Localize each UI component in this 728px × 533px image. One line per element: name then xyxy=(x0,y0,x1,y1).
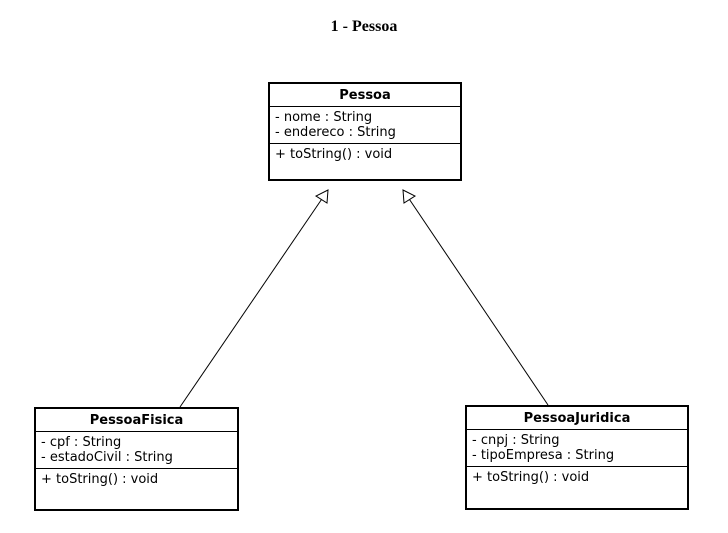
class-methods: + toString() : void xyxy=(467,467,687,488)
class-methods: + toString() : void xyxy=(36,469,237,490)
class-box-pessoa-juridica[interactable]: PessoaJuridica - cnpj : String - tipoEmp… xyxy=(465,405,689,510)
method: + toString() : void xyxy=(275,147,393,162)
class-attributes: - nome : String - endereco : String xyxy=(270,107,460,144)
method: + toString() : void xyxy=(41,472,159,487)
class-name: PessoaFisica xyxy=(36,409,237,432)
class-name: PessoaJuridica xyxy=(467,407,687,430)
attribute: - cnpj : String xyxy=(472,433,560,448)
attribute: - tipoEmpresa : String xyxy=(472,448,615,463)
class-attributes: - cnpj : String - tipoEmpresa : String xyxy=(467,430,687,467)
attribute: - estadoCivil : String xyxy=(41,450,173,465)
class-methods: + toString() : void xyxy=(270,144,460,165)
generalization-line-pessoa-fisica xyxy=(179,199,322,408)
generalization-arrowhead-pessoa-fisica xyxy=(314,189,329,204)
class-box-pessoa-fisica[interactable]: PessoaFisica - cpf : String - estadoCivi… xyxy=(34,407,239,511)
class-attributes: - cpf : String - estadoCivil : String xyxy=(36,432,237,469)
attribute: - cpf : String xyxy=(41,435,122,450)
generalization-line-pessoa-juridica xyxy=(409,199,549,406)
generalization-arrowhead-pessoa-juridica xyxy=(402,189,417,204)
class-box-pessoa[interactable]: Pessoa - nome : String - endereco : Stri… xyxy=(268,82,462,181)
page-title: 1 - Pessoa xyxy=(330,18,398,35)
class-name: Pessoa xyxy=(270,84,460,107)
attribute: - nome : String xyxy=(275,110,373,125)
attribute: - endereco : String xyxy=(275,125,396,140)
method: + toString() : void xyxy=(472,470,590,485)
